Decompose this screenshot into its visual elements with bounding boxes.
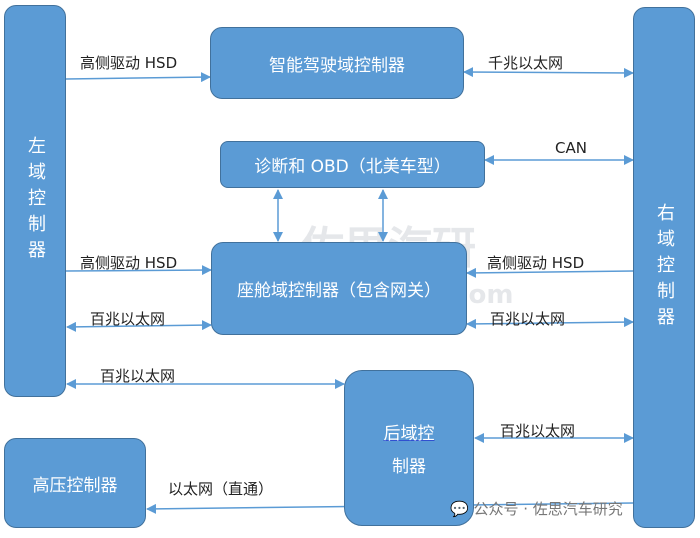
arrow-hsd-right-cockpit <box>466 267 634 278</box>
arrow-gbe-adas-right <box>463 67 634 78</box>
arrow-fe-cockpit-right <box>466 317 634 329</box>
diagnostics-obd: 诊断和 OBD（北美车型） <box>220 141 485 188</box>
cockpit-domain-controller: 座舱域控制器（包含网关） <box>211 242 467 335</box>
label-can: CAN <box>555 139 587 157</box>
adas-domain-controller: 智能驾驶域控制器 <box>210 27 464 99</box>
arrow-fe-left-cockpit <box>66 320 212 332</box>
rear-label-line2: 制器 <box>392 457 426 477</box>
label-fe-left-cockpit: 百兆以太网 <box>90 310 166 328</box>
arrow-hsd-left-cockpit <box>65 265 212 276</box>
right-domain-controller: 右域控制器 <box>633 7 695 528</box>
label-hsd-right-cockpit: 高侧驱动 HSD <box>487 254 585 272</box>
label-hsd-left-adas: 高侧驱动 HSD <box>80 54 178 72</box>
hv-controller: 高压控制器 <box>4 438 146 528</box>
label-eth-direct: 以太网（直通） <box>168 480 274 498</box>
label-fe-cockpit-right: 百兆以太网 <box>490 310 566 328</box>
left-domain-controller: 左域控制器 <box>4 5 66 397</box>
wechat-text: 公众号 · 佐思汽车研究 <box>473 500 623 518</box>
wechat-watermark: 💬 公众号 · 佐思汽车研究 <box>450 498 623 519</box>
rear-domain-controller: 后域控 制器 <box>344 370 474 526</box>
wechat-icon: 💬 <box>450 500 469 518</box>
label-hsd-left-cockpit: 高侧驱动 HSD <box>80 254 178 272</box>
arrow-hsd-left-adas <box>65 72 211 83</box>
label-fe-rear-right: 百兆以太网 <box>500 422 576 440</box>
label-gbe: 千兆以太网 <box>488 54 564 72</box>
label-fe-left-rear: 百兆以太网 <box>100 367 176 385</box>
rear-label-line1: 后域控 <box>383 424 435 444</box>
